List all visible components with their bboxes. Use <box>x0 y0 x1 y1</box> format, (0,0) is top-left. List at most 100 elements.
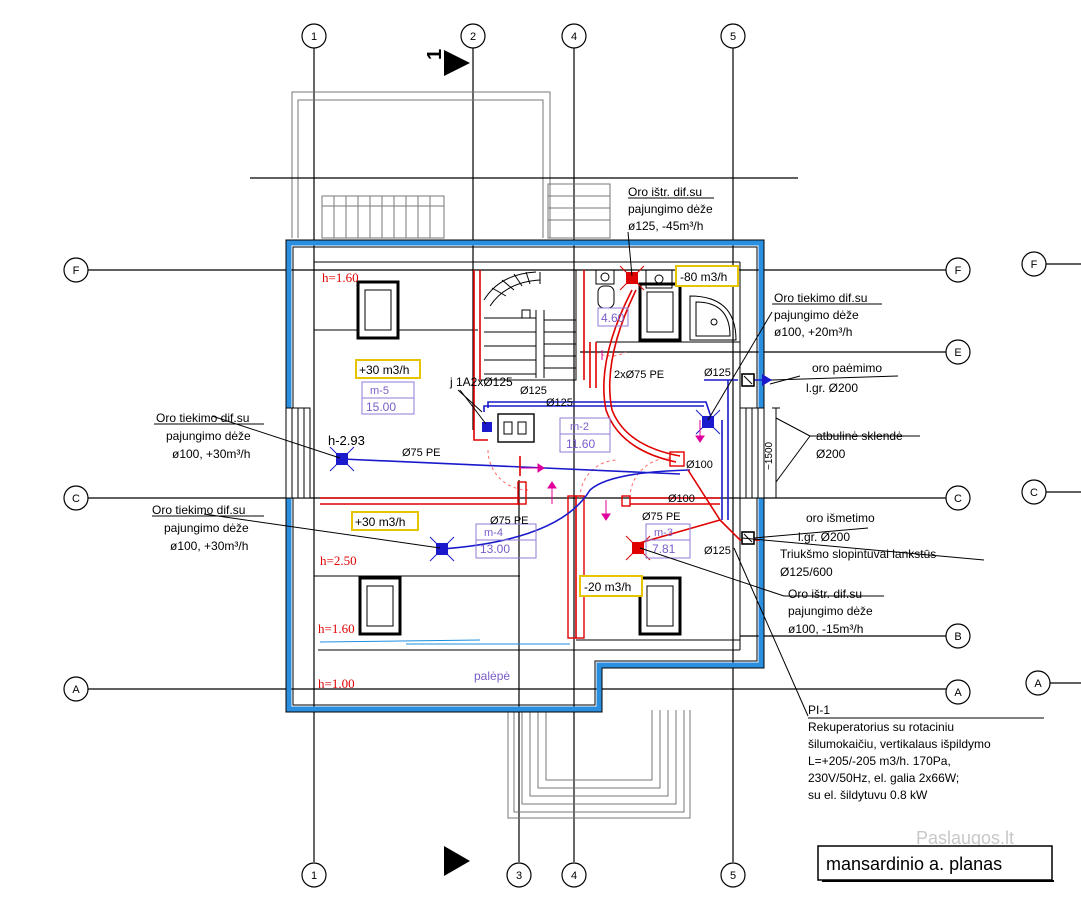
svg-text:oro išmetimo: oro išmetimo <box>806 511 875 525</box>
section-marker-bottom <box>444 846 470 876</box>
svg-text:šilumokaičiu, vertikalaus išpi: šilumokaičiu, vertikalaus išpildymo <box>808 737 991 751</box>
svg-text:-80 m3/h: -80 m3/h <box>680 270 727 284</box>
supply-ducts <box>319 379 772 645</box>
svg-text:A: A <box>954 687 962 699</box>
svg-text:m-4: m-4 <box>484 527 503 539</box>
svg-text:l.gr. Ø200: l.gr. Ø200 <box>806 381 858 395</box>
callout-air-intake: oro paėmimo l.gr. Ø200 <box>806 361 882 395</box>
svg-text:m-5: m-5 <box>370 385 389 397</box>
supply-diffuser-1 <box>329 446 355 472</box>
height-label-1: h=1.60 <box>322 270 359 285</box>
svg-text:+30 m3/h: +30 m3/h <box>355 515 405 529</box>
grid-bubble-right-A: A <box>945 679 971 705</box>
svg-text:13.00: 13.00 <box>480 542 510 556</box>
height-label-3: h=1.60 <box>318 621 355 636</box>
svg-text:Ø75 PE: Ø75 PE <box>642 511 681 523</box>
room-m5: m-5 15.00 <box>361 381 415 415</box>
svg-text:+30 m3/h: +30 m3/h <box>359 363 409 377</box>
grid-bubble-bottom-5: 5 <box>720 862 746 888</box>
svg-text:2: 2 <box>470 31 476 43</box>
svg-text:Ø125: Ø125 <box>704 367 731 379</box>
svg-text:4: 4 <box>571 870 577 882</box>
svg-text:1: 1 <box>311 31 317 43</box>
grid-bubble-top-2: 2 <box>460 23 486 49</box>
flow-box-2: +30 m3/h <box>351 511 419 531</box>
callout-supply-m5: Oro tiekimo dif.su pajungimo dėže ø100, … <box>154 411 264 461</box>
svg-text:1: 1 <box>311 870 317 882</box>
airflow-arrows <box>520 350 705 521</box>
grid-bubble-top-4: 4 <box>561 23 587 49</box>
svg-text:F: F <box>73 265 80 277</box>
dimension-1500: ~1500 <box>764 407 780 499</box>
svg-text:3: 3 <box>516 870 522 882</box>
svg-text:m-3: m-3 <box>654 527 673 539</box>
svg-text:15.00: 15.00 <box>366 400 396 414</box>
svg-text:7.81: 7.81 <box>652 542 676 556</box>
supply-diffuser-3 <box>695 409 721 435</box>
svg-text:ø100, -15m³/h: ø100, -15m³/h <box>788 622 863 636</box>
recuperator-description: PI-1 Rekuperatorius su rotaciniu šilumok… <box>808 703 991 802</box>
svg-text:Ø125/600: Ø125/600 <box>780 565 833 579</box>
svg-text:2xØ75 PE: 2xØ75 PE <box>614 369 664 381</box>
room-wc: 4.60 <box>597 307 629 327</box>
flow-box-1: +30 m3/h <box>355 359 421 379</box>
svg-text:oro paėmimo: oro paėmimo <box>812 361 882 375</box>
grid-bubble-right-F: F <box>945 257 971 283</box>
pipe-labels: Ø75 PE 2xØ75 PE Ø75 PE Ø75 PE Ø125 Ø125 … <box>402 367 731 557</box>
grid-bubble-right-B: B <box>945 623 971 649</box>
svg-text:Oro tiekimo dif.su: Oro tiekimo dif.su <box>152 503 245 517</box>
staircase <box>479 269 577 381</box>
svg-text:pajungimo dėže: pajungimo dėže <box>774 308 859 322</box>
grid-bubble-far-C: C <box>1021 479 1047 505</box>
grid-bubble-right-C: C <box>945 485 971 511</box>
callout-silencers: Triukšmo slopintuvai lankstūs Ø125/600 <box>780 547 936 579</box>
grid-bubble-bottom-1: 1 <box>301 862 327 888</box>
svg-text:ø100, +20m³/h: ø100, +20m³/h <box>774 325 852 339</box>
svg-text:Oro ištr. dif.su: Oro ištr. dif.su <box>628 185 702 199</box>
svg-text:ø125, -45m³/h: ø125, -45m³/h <box>628 219 703 233</box>
svg-text:5: 5 <box>730 31 736 43</box>
svg-text:1: 1 <box>424 49 446 60</box>
height-label-293: h-2.93 <box>328 433 365 448</box>
callout-exhaust-wc: Oro ištr. dif.su pajungimo dėže ø125, -4… <box>628 185 714 233</box>
svg-text:A: A <box>72 684 80 696</box>
room-m2: m-2 11.60 <box>559 417 611 453</box>
svg-text:PI-1: PI-1 <box>808 703 830 717</box>
svg-text:B: B <box>954 631 961 643</box>
svg-text:4: 4 <box>571 31 577 43</box>
check-damper-symbol <box>762 374 772 386</box>
red-partitions <box>320 270 720 639</box>
svg-text:Ø75 PE: Ø75 PE <box>490 515 529 527</box>
svg-text:4.60: 4.60 <box>601 311 625 325</box>
svg-text:Ø125: Ø125 <box>520 385 547 397</box>
grid-bubble-bottom-4: 4 <box>561 862 587 888</box>
leader-lines <box>203 231 1044 719</box>
svg-text:ø100, +30m³/h: ø100, +30m³/h <box>172 447 250 461</box>
svg-text:5: 5 <box>730 870 736 882</box>
recuperator-unit <box>497 413 535 443</box>
callout-supply-m4: Oro tiekimo dif.su pajungimo dėže ø100, … <box>152 503 264 553</box>
svg-text:230V/50Hz, el. galia 2x66W;: 230V/50Hz, el. galia 2x66W; <box>808 771 959 785</box>
grid-bubble-left-C: C <box>63 485 89 511</box>
svg-text:C: C <box>1030 487 1038 499</box>
svg-text:pajungimo dėže: pajungimo dėže <box>628 202 713 216</box>
flow-box-4: -20 m3/h <box>579 575 643 597</box>
callout-check-damper: atbulinė sklendė Ø200 <box>816 429 903 461</box>
grid-bubble-right-E: E <box>945 339 971 365</box>
terrace-outline <box>507 710 691 819</box>
svg-text:pajungimo dėže: pajungimo dėže <box>164 521 249 535</box>
svg-text:Ø100: Ø100 <box>668 493 695 505</box>
svg-text:Oro tiekimo dif.su: Oro tiekimo dif.su <box>774 291 867 305</box>
svg-text:F: F <box>1031 259 1038 271</box>
svg-text:Ø200: Ø200 <box>816 447 846 461</box>
exhaust-diffuser-1 <box>619 265 645 291</box>
supply-diffuser-4 <box>482 422 492 432</box>
svg-text:pajungimo dėže: pajungimo dėže <box>166 429 251 443</box>
section-marker-top: 1 <box>424 49 470 76</box>
svg-text:F: F <box>955 265 962 277</box>
callout-exhaust-m3: Oro ištr. dif.su pajungimo dėže ø100, -1… <box>788 587 873 636</box>
svg-text:L=+205/-205 m3/h. 170Pa,: L=+205/-205 m3/h. 170Pa, <box>808 754 951 768</box>
svg-text:E: E <box>954 347 961 359</box>
svg-text:m-2: m-2 <box>570 421 589 433</box>
